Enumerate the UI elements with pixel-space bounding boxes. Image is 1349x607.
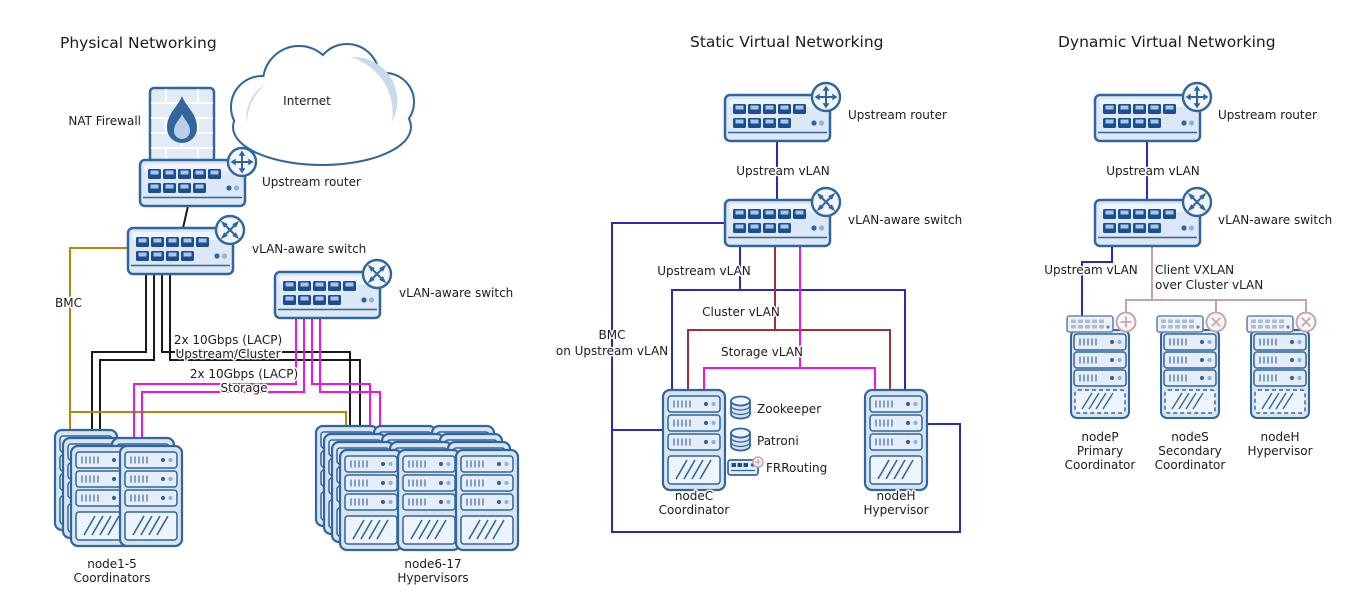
nodec-label-line1: nodeC [675, 489, 713, 503]
virtual-router-plus-icon [1115, 311, 1137, 333]
nodeh-label-line2: Hypervisor [1247, 444, 1312, 458]
nodec-server-tower [663, 390, 725, 490]
bmc-label-line2: on Upstream vLAN [556, 344, 668, 358]
physical-title: Physical Networking [60, 34, 217, 52]
nodes-label-line1: nodeS [1171, 430, 1209, 444]
nodes-label-line2: Secondary [1158, 444, 1222, 458]
nodes-label-line3: Coordinator [1155, 458, 1226, 472]
vlan-switch-label: vLAN-aware switch [848, 213, 962, 227]
coordinator-server-stack [55, 430, 182, 546]
patroni-label: Patroni [757, 434, 799, 448]
storage-vlan-label: Storage vLAN [721, 345, 803, 359]
frrouting-label: FRRouting [766, 461, 827, 475]
bmc-label-line1: BMC [599, 328, 626, 342]
nodep-stack [1066, 311, 1137, 419]
router-icon [226, 146, 258, 178]
upstream-router-label: Upstream router [262, 175, 361, 189]
virtual-switch-cross-icon [1295, 311, 1317, 333]
router-icon [1181, 81, 1213, 113]
server-tower [398, 450, 460, 550]
vlan-switch-label: vLAN-aware switch [252, 242, 366, 256]
nodep-label-line2: Primary [1077, 444, 1123, 458]
server-tower [120, 446, 182, 546]
physical-uplink-line [91, 205, 361, 450]
nodeh-server-tower [865, 390, 927, 490]
nodeh-label-line1: nodeH [877, 489, 916, 503]
switch-crossover-icon [810, 186, 842, 218]
switch-crossover-icon [1181, 186, 1213, 218]
coordinators-label-line2: Coordinators [74, 571, 151, 585]
server-tower [1251, 330, 1309, 418]
upstream-vlan-line [611, 141, 961, 533]
cluster-vlan-label: Cluster vLAN [702, 305, 780, 319]
server-tower [340, 450, 402, 550]
lacp-storage-label-line2: Storage [221, 381, 268, 395]
upstream-router-label: Upstream router [848, 108, 947, 122]
internet-label: Internet [283, 94, 331, 108]
server-tower [456, 450, 518, 550]
nodep-label-line1: nodeP [1081, 430, 1118, 444]
zookeeper-icon [730, 395, 751, 420]
internet-cloud-icon [230, 43, 415, 166]
upstream-vlan-label: Upstream vLAN [1044, 263, 1138, 277]
virtual-switch-cross-icon [1205, 311, 1227, 333]
lacp-storage-label-line1: 2x 10Gbps (LACP) [190, 367, 298, 381]
nodep-label-line3: Coordinator [1065, 458, 1136, 472]
upstream-vlan-top-label: Upstream vLAN [1106, 164, 1200, 178]
hypervisors-label-line2: Hypervisors [397, 571, 468, 585]
frrouting-icon [727, 456, 764, 476]
vlan-switch-label: vLAN-aware switch [1218, 213, 1332, 227]
storage-switch-label: vLAN-aware switch [399, 286, 513, 300]
virtual-switch-panel [1246, 315, 1294, 333]
upstream-router-label: Upstream router [1218, 108, 1317, 122]
virtual-switch-panel [1156, 315, 1204, 333]
storage-link-line [133, 318, 381, 450]
router-icon [810, 81, 842, 113]
storage-vlan-line [703, 246, 876, 390]
nat-firewall-icon [148, 86, 216, 164]
nodes-stack [1156, 311, 1227, 419]
lacp-upstream-label-line1: 2x 10Gbps (LACP) [174, 333, 282, 347]
client-vxlan-label-line2: over Cluster vLAN [1155, 278, 1263, 292]
zookeeper-label: Zookeeper [757, 402, 821, 416]
virtual-switch-panel [1066, 315, 1114, 333]
switch-crossover-icon [214, 214, 246, 246]
nat-firewall-label: NAT Firewall [68, 114, 141, 128]
nodeh-stack [1246, 311, 1317, 419]
dynamic-virtual-title: Dynamic Virtual Networking [1058, 33, 1276, 51]
nodeh-label-line2: Hypervisor [863, 503, 928, 517]
cloud-highlight [350, 56, 398, 123]
upstream-vlan-line [1081, 141, 1148, 316]
section-static-virtual: Static Virtual Networking Upstream route… [554, 32, 964, 533]
cloud-highlight [246, 84, 266, 124]
nodeh-label-line1: nodeH [1261, 430, 1300, 444]
nodec-label-line2: Coordinator [659, 503, 730, 517]
cluster-vlan-line [687, 246, 891, 390]
section-dynamic-virtual: Dynamic Virtual Networking Upstream rout… [1043, 32, 1334, 474]
section-physical: Physical Networking Internet NAT Firewal… [54, 33, 518, 587]
upstream-vlan-top-label: Upstream vLAN [736, 164, 830, 178]
switch-crossover-icon [361, 258, 393, 290]
coordinators-label-line1: node1-5 [87, 557, 137, 571]
hypervisor-server-stack [316, 426, 518, 550]
client-vxlan-label-line1: Client VXLAN [1155, 263, 1234, 277]
patroni-icon [730, 427, 751, 452]
lacp-upstream-label-line2: Upstream/Cluster [175, 347, 280, 361]
client-vxlan-line [1125, 246, 1307, 313]
bmc-label: BMC [55, 296, 82, 310]
upstream-vlan-label: Upstream vLAN [657, 264, 751, 278]
server-tower [1161, 330, 1219, 418]
hypervisors-label-line1: node6-17 [404, 557, 461, 571]
static-virtual-title: Static Virtual Networking [690, 33, 884, 51]
server-tower [1071, 330, 1129, 418]
